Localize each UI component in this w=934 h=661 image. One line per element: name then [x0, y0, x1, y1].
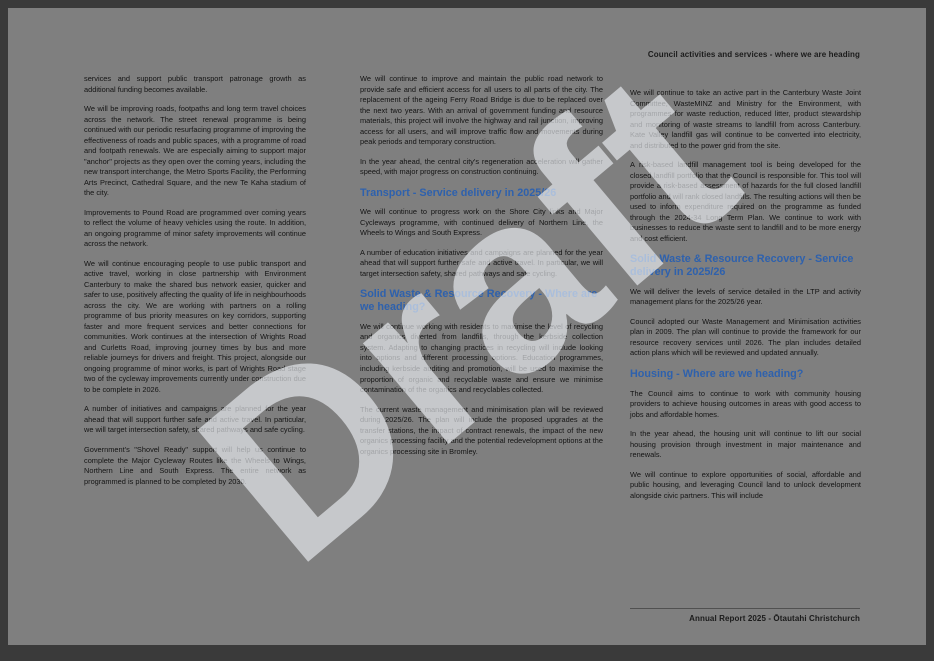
running-footer: Annual Report 2025 - Ōtautahi Christchur… — [689, 614, 860, 623]
body-paragraph: A number of education initiatives and ca… — [360, 247, 603, 278]
text-column-2: We will continue to improve and maintain… — [360, 74, 603, 466]
text-column-1: services and support public transport pa… — [84, 74, 306, 496]
body-paragraph: We will continue to take an active part … — [630, 88, 861, 150]
section-heading: Solid Waste & Resource Recovery - Where … — [360, 288, 598, 314]
body-paragraph: In the year ahead, the housing unit will… — [630, 429, 861, 460]
body-paragraph: We will deliver the levels of service de… — [630, 286, 861, 307]
body-paragraph: A risk-based landfill management tool is… — [630, 160, 861, 243]
body-paragraph: The Council aims to continue to work wit… — [630, 388, 861, 419]
body-paragraph: The current waste management and minimis… — [360, 404, 603, 456]
body-paragraph: A number of initiatives and campaigns ar… — [84, 404, 306, 435]
footer-divider — [630, 608, 860, 609]
report-page: Council activities and services - where … — [8, 8, 926, 645]
body-paragraph: We will continue working with residents … — [360, 321, 603, 395]
text-column-3: We will continue to take an active part … — [630, 88, 861, 510]
body-paragraph: Council adopted our Waste Management and… — [630, 316, 861, 358]
body-paragraph: We will continue encouraging people to u… — [84, 258, 306, 394]
section-heading: Solid Waste & Resource Recovery - Servic… — [630, 253, 854, 278]
running-header: Council activities and services - where … — [647, 50, 860, 59]
body-paragraph: Government's "Shovel Ready" support will… — [84, 444, 306, 486]
body-paragraph: In the year ahead, the central city's re… — [360, 156, 603, 177]
body-paragraph: We will continue to improve and maintain… — [360, 74, 603, 147]
section-heading: Housing - Where are we heading? — [630, 367, 804, 380]
body-paragraph: services and support public transport pa… — [84, 74, 306, 94]
body-paragraph: We will continue to explore opportunitie… — [630, 469, 861, 500]
body-paragraph: We will be improving roads, footpaths an… — [84, 104, 306, 198]
body-paragraph: Improvements to Pound Road are programme… — [84, 207, 306, 249]
section-heading: Transport - Service delivery in 2025/26 — [360, 186, 557, 199]
body-paragraph: We will continue to progress work on the… — [360, 207, 603, 238]
